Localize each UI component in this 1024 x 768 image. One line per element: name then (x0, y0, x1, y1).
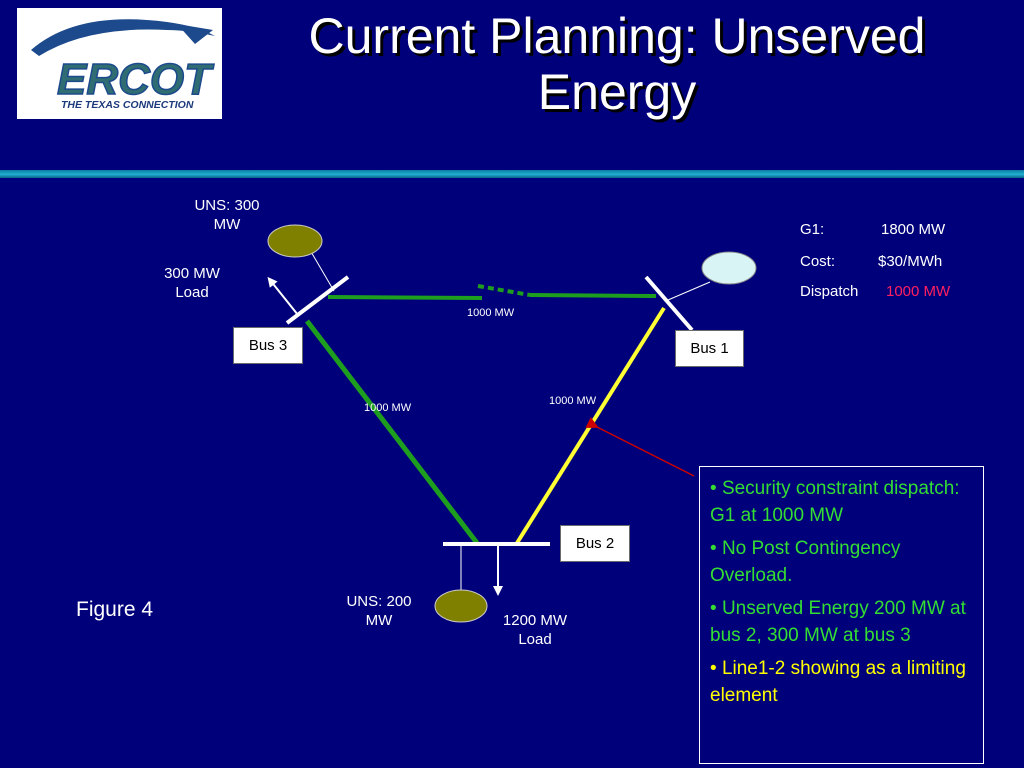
title-divider (0, 170, 1024, 178)
summary-box: • Security constraint dispatch: G1 at 10… (699, 466, 984, 764)
figure-caption: Figure 4 (76, 598, 154, 621)
dispatch-value: 1000 MW (886, 283, 951, 300)
load-arrow-bus3 (267, 276, 299, 316)
line-label-3-2: 1000 MW (364, 402, 412, 414)
logo-wordmark: ERCOT (57, 55, 214, 104)
g1-label: G1: (800, 221, 825, 238)
bullet-item: • No Post Contingency Overload. (710, 538, 901, 586)
dispatch-label: Dispatch (800, 283, 859, 300)
bus-2-label: Bus 2 (560, 525, 630, 562)
bullet-item: • Unserved Energy 200 MW at bus 2, 300 M… (710, 598, 966, 646)
ercot-logo-graphic: ERCOT THE TEXAS CONNECTION (31, 19, 215, 111)
generator-uns-bus3 (267, 224, 323, 258)
generator-uns-bus2 (434, 589, 488, 623)
bus-1-label: Bus 1 (675, 330, 744, 367)
line-label-3-1: 1000 MW (467, 307, 515, 319)
line-bus1-bus2 (515, 306, 666, 545)
g1-value: 1800 MW (881, 221, 946, 238)
bus-3-label: Bus 3 (233, 327, 303, 364)
line-bus3-bus1-dashed (477, 284, 531, 297)
page-title: Current Planning: Unserved Energy (308, 8, 926, 120)
busbar-1 (644, 275, 694, 332)
ercot-logo: ERCOT THE TEXAS CONNECTION (17, 8, 222, 119)
cost-value: $30/MWh (878, 253, 943, 270)
line-bus3-bus2 (305, 319, 479, 545)
bullet-item: • Line1-2 showing as a limiting element (710, 658, 966, 706)
logo-tagline: THE TEXAS CONNECTION (61, 99, 194, 111)
generator-g1 (701, 251, 757, 285)
pointer-arrow (585, 417, 695, 477)
busbar-3 (285, 275, 350, 325)
bullet-item: • Security constraint dispatch: G1 at 10… (710, 478, 960, 526)
line-bus3-bus1-right (529, 293, 657, 298)
line-bus3-bus1-left (327, 295, 483, 300)
cost-label: Cost: (800, 253, 836, 270)
line-label-1-2: 1000 MW (549, 395, 597, 407)
